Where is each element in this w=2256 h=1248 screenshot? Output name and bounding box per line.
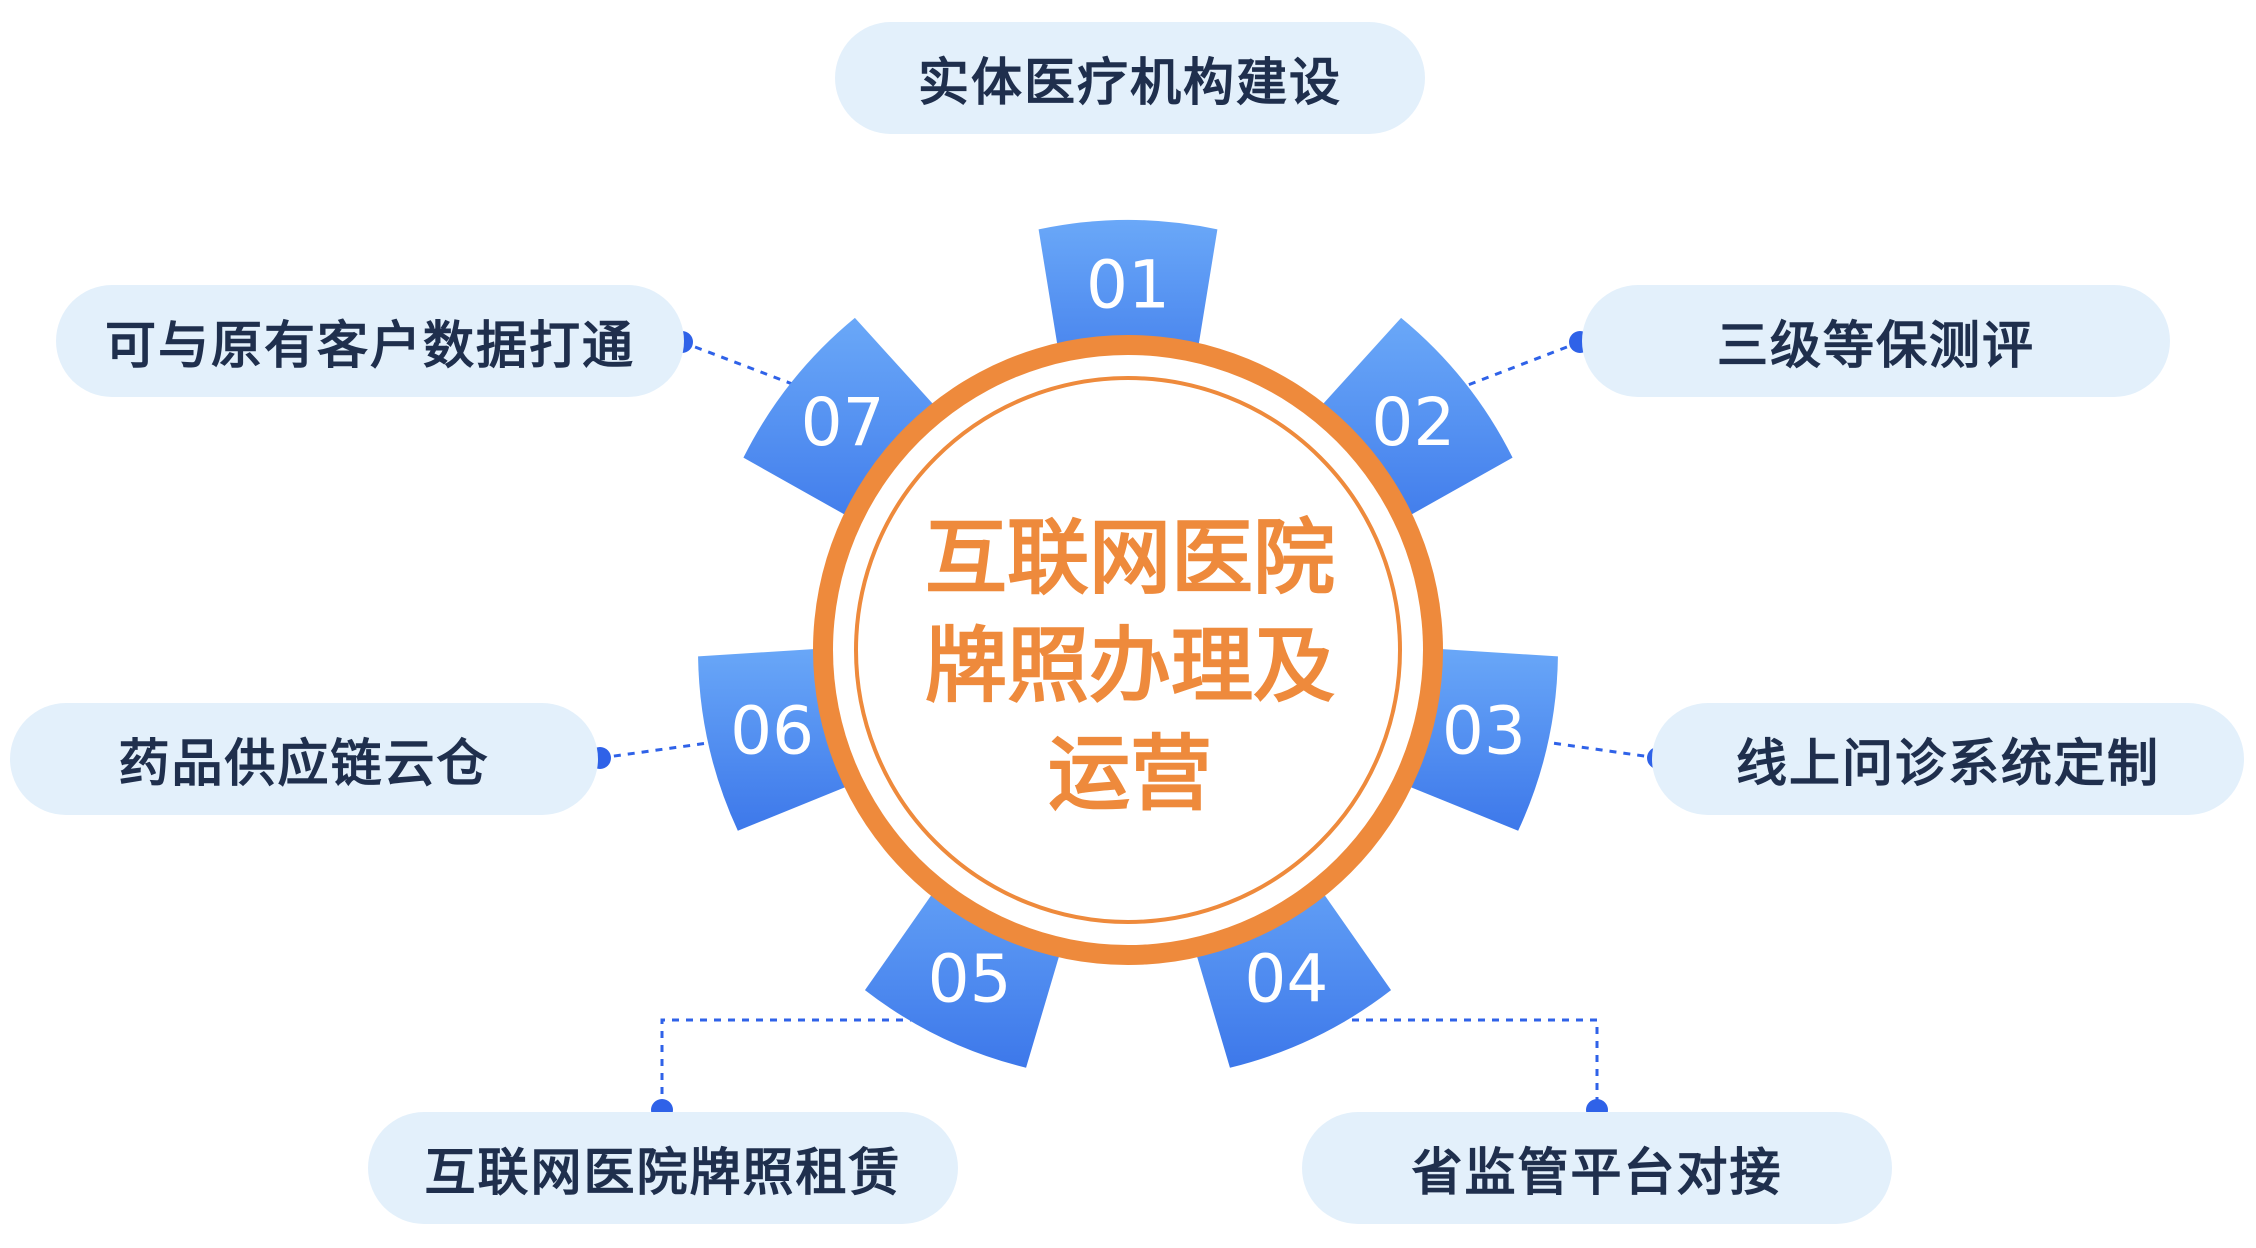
center-title-line-3: 运营 [1047,727,1212,822]
connector-03 [1544,740,1659,760]
connector-07 [681,340,796,387]
inner-ring [854,376,1402,924]
pill-item-06: 药品供应链云仓 [10,703,598,815]
connector-02 [1467,340,1581,387]
tooth-number-07: 07 [801,384,885,461]
center-title: 互联网医院 牌照办理及 运营 [890,505,1370,829]
tooth-number-01: 01 [1086,247,1170,324]
pill-item-07: 可与原有客户数据打通 [56,285,684,397]
center-title-line-2: 牌照办理及 [924,619,1335,714]
pill-item-03: 线上问诊系统定制 [1652,703,2244,815]
pill-item-02: 三级等保测评 [1582,285,2170,397]
tooth-number-03: 03 [1442,693,1526,770]
tooth-number-04: 04 [1244,940,1328,1017]
center-title-line-1: 互联网医院 [924,511,1335,606]
pill-item-05: 互联网医院牌照租赁 [368,1112,958,1224]
connector-05 [660,1018,945,1110]
tooth-labels: 01 02 03 04 05 06 07 [730,247,1526,1018]
inner-disc [833,355,1423,945]
tooth-number-02: 02 [1371,384,1455,461]
connector-06 [599,740,716,760]
connector-04 [1310,1018,1599,1110]
tooth-number-05: 05 [928,940,1012,1017]
pill-item-04: 省监管平台对接 [1302,1112,1892,1224]
gear-teeth [698,220,1558,1068]
tooth-number-06: 06 [730,693,814,770]
pill-item-01: 实体医疗机构建设 [835,22,1425,134]
